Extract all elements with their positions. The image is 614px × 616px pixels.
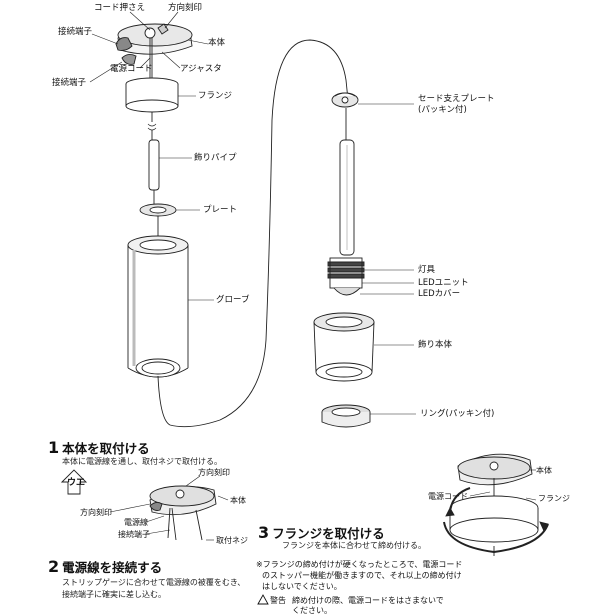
step2-desc-line2: 接続端子に確実に差し込む。 [62,590,166,599]
label-cord-holder: コード押さえ [94,3,146,13]
warning-line1: 締め付けの際、電源コードをはさまないで [292,596,444,605]
cord-plate-drawing [331,92,414,108]
step1-desc: 本体に電源線を通し、取付ネジで取付ける。 [62,457,222,466]
label-decor-body: 飾り本体 [418,340,453,350]
note-line2: のストッパー機能が働きますので、それ以上の締め付け [262,571,462,580]
step3-label-flange: フランジ [538,494,570,503]
step1-label-terminal: 接続端子 [118,530,150,539]
step1-label-direction: 方向刻印 [198,468,230,477]
warning-line2: ください。 [292,606,332,615]
step1-arrow-char: ウエ [67,478,86,488]
step3-desc: フランジを本体に合わせて締め付ける。 [282,541,426,550]
globe-drawing [127,235,214,378]
label-led-cover: LEDカバー [418,289,461,299]
step3-title-text: フランジを取付ける [272,526,385,541]
label-decor-pipe: 飾りパイプ [194,153,237,163]
label-power-cord: 電源コード [110,64,153,74]
step1-label-power-line: 電源線 [124,518,148,527]
step1-label-direction2: 方向刻印 [80,508,112,517]
mount-body-drawing [115,23,193,90]
step1-title-text: 本体を取付ける [62,441,150,456]
step2-desc-line1: ストリップゲージに合わせて電源線の被覆をむき、 [62,578,246,587]
label-adjuster: アジャスタ [180,64,222,74]
step1-drawing [60,469,229,541]
step3-label-body: 本体 [536,466,552,475]
step3-label-power-cord: 電源コード [428,492,468,501]
cord-drawing [157,39,349,428]
step1-label-screw: 取付ネジ [216,536,248,545]
plate-drawing [139,203,200,217]
warning-triangle-icon [257,594,269,605]
label-plate: プレート [203,205,238,215]
step3-number: 3 [258,523,270,542]
decor-body-drawing [313,312,414,382]
label-led-unit: LEDユニット [418,278,469,288]
label-cord-plate: セード支えプレート [418,94,495,104]
fixture-drawing [327,139,414,296]
label-globe: グローブ [216,295,250,305]
note-line1: ※フランジの締め付けが硬くなったところで、電源コード [256,560,463,569]
step2-title-text: 電源線を接続する [62,560,163,575]
label-body: 本体 [208,38,226,48]
step1-number: 1 [48,438,60,457]
decor-pipe-drawing [148,139,192,191]
label-flange: フランジ [198,91,233,101]
flange-drawing [125,77,196,113]
step2-number: 2 [48,557,60,576]
warning-label: 警告 [270,596,286,605]
step1-label-body: 本体 [230,496,246,505]
leader-lines-top [89,11,209,83]
label-cord-plate-sub: (パッキン付) [418,105,467,115]
ring-drawing [321,404,416,428]
label-terminal-top: 接続端子 [58,27,93,37]
note-line3: はしないでください。 [262,582,342,591]
label-ring: リング(パッキン付) [420,409,495,419]
label-terminal-bottom: 接続端子 [52,78,87,88]
label-fixture: 灯具 [418,265,436,275]
step3-drawing [443,453,549,556]
label-direction-mark: 方向刻印 [168,3,203,13]
